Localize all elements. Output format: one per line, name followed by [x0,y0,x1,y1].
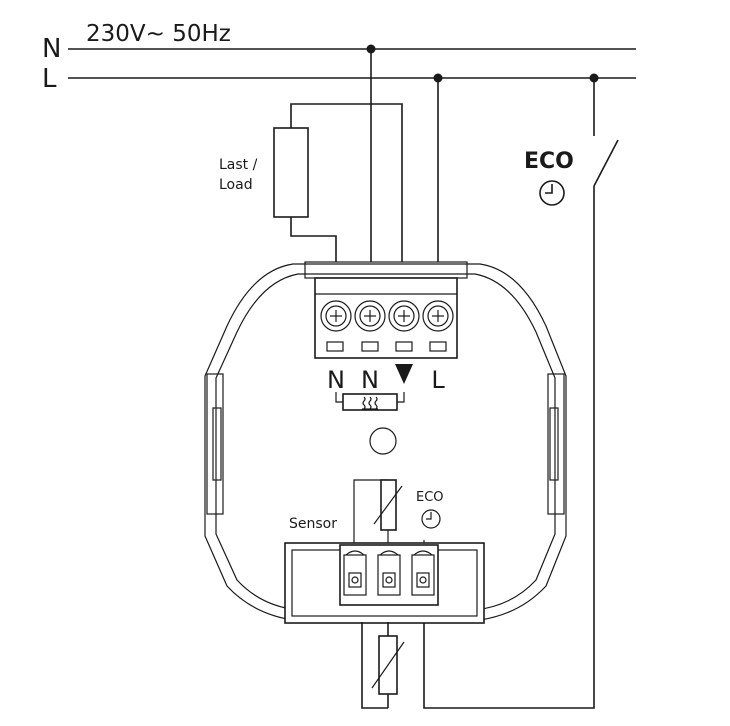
earth-arrow-icon [395,364,413,384]
live-label: L [42,64,57,94]
terminal-label-l: L [431,366,445,394]
eco-label: ECO [524,149,574,174]
load-wire-top [290,103,403,262]
bottom-terminal-1 [343,554,367,596]
heater-icon [362,396,378,410]
device-body: N N L Sensor ECO [204,261,567,624]
terminal-screw-2 [354,300,386,332]
terminal-clamps [345,550,433,556]
terminal-label-n2: N [361,366,379,394]
mounting-clip-left [206,373,224,515]
sensor-clock-icon [421,509,441,529]
sensor-eco-label: ECO [416,490,444,505]
bottom-terminal-block [284,542,485,624]
terminal-slot-2 [361,341,379,352]
load: Last / Load [219,103,403,262]
sensor-circuit: Sensor ECO [289,479,444,545]
terminal-slot-3 [395,341,413,352]
eco-wire-return [423,186,595,709]
supply-lines: N L 230V~ 50Hz [42,21,636,94]
load-label-1: Last / [219,157,258,173]
external-sensor [361,622,405,709]
terminal-screw-1 [320,300,352,332]
internal-heater [335,392,405,411]
terminal-screw-3 [388,300,420,332]
load-label-2: Load [219,177,253,193]
external-sensor-wire-left [361,622,388,709]
heater-element [342,393,398,411]
external-sensor-diagonal [371,641,405,689]
eco-switch-contact [593,139,619,187]
terminal-screw-4 [422,300,454,332]
internal-sensor-diagonal [373,485,403,525]
neutral-label: N [42,34,61,64]
indicator-led [369,427,397,455]
supply-rating: 230V~ 50Hz [86,21,231,47]
terminal-slot-1 [326,341,344,352]
top-terminal-block [304,261,468,359]
terminal-label-n1: N [327,366,345,394]
bottom-terminal-2 [377,554,401,596]
load-resistor [273,127,309,218]
bottom-terminal-3 [411,554,435,596]
load-wire-bottom [290,217,337,262]
eco-clock-icon [539,180,565,206]
sensor-label: Sensor [289,516,337,532]
terminal-slot-4 [429,341,447,352]
mounting-clip-right [547,373,565,515]
sensor-wire-left [353,479,388,545]
eco-switch: ECO [423,78,619,709]
